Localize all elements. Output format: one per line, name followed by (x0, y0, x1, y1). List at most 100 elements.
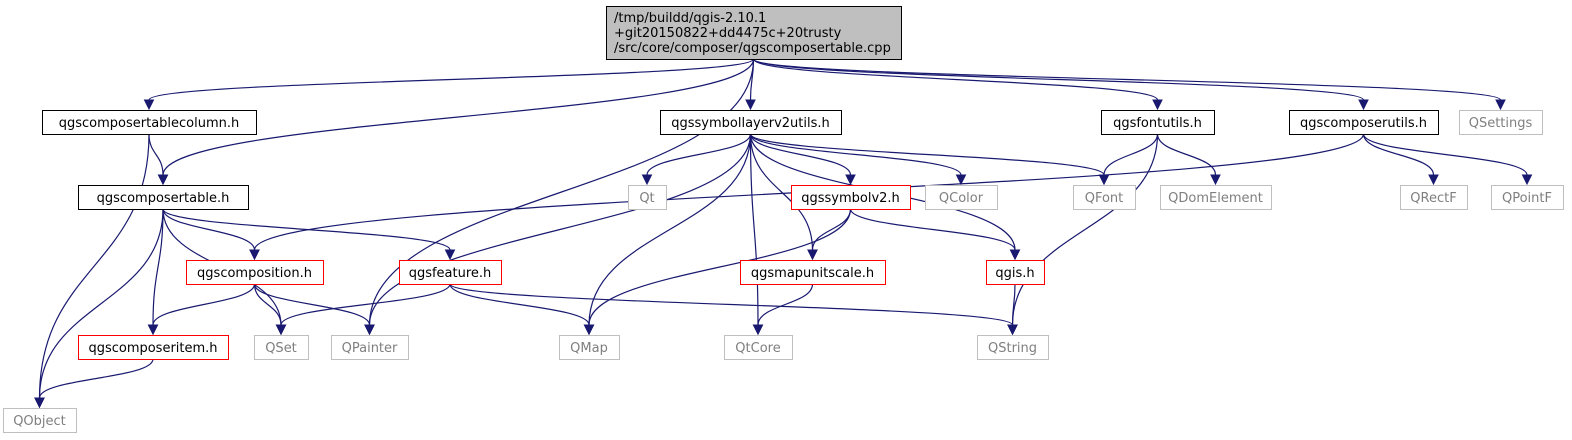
edge-arrowhead (1521, 174, 1533, 186)
edge-arrowhead (641, 174, 653, 186)
edge-qgssymbolv2_h-to-qgis_h (849, 208, 1021, 261)
edge-qgsfeature_h-to-QMap (449, 283, 595, 336)
edge-qgsfontutils_h-to-QFont (1098, 133, 1159, 186)
node-box (254, 335, 309, 360)
edge-line (752, 58, 1365, 101)
edge-line (749, 133, 962, 176)
node-qgsfeature-h[interactable]: qgsfeature.h (399, 260, 502, 285)
node-QObject: QObject (3, 408, 77, 433)
edge-qgis_h-to-QString (1007, 283, 1018, 336)
node-QMap: QMap (559, 335, 620, 360)
edge-line (38, 358, 154, 399)
node-qgssymbollayerv2utils-h[interactable]: qgssymbollayerv2utils.h (660, 110, 842, 135)
edge-root-to-qgscomposertablecolumn_h (143, 58, 755, 111)
node-label: QColor (939, 191, 984, 206)
node-qgsmapunitscale-h[interactable]: qgsmapunitscale.h (740, 260, 886, 285)
node-label: qgsfeature.h (409, 266, 492, 281)
edge-arrowhead (364, 324, 375, 336)
edge-line (749, 133, 852, 176)
node-box (78, 185, 249, 210)
edge-arrowhead (1428, 174, 1439, 186)
node-label: QSettings (1469, 116, 1533, 131)
edge-arrowhead (1152, 99, 1163, 111)
edge-line (749, 133, 759, 326)
node-qgsfontutils-h[interactable]: qgsfontutils.h (1101, 110, 1215, 135)
node-label: QPointF (1502, 191, 1552, 206)
edge-line (757, 283, 814, 326)
edge-arrowhead (249, 249, 260, 261)
edge-line (449, 283, 590, 326)
node-qgssymbolv2-h[interactable]: qgssymbolv2.h (791, 185, 911, 210)
node-box (977, 335, 1049, 360)
node-QFont: QFont (1073, 185, 1136, 210)
edge-arrowhead (1098, 174, 1110, 186)
node-box (606, 6, 902, 60)
node-label-line: +git20150822+dd4475c+20trusty (614, 26, 842, 41)
edge-arrowhead (1009, 249, 1021, 261)
edge-qgscomposertable_h-to-qgsfeature_h (162, 208, 456, 261)
node-qgscomposertable-h[interactable]: qgscomposertable.h (78, 185, 249, 210)
node-label: Qt (639, 191, 654, 206)
edge-line (280, 283, 451, 326)
edge-root-to-qgscomposerutils_h (752, 58, 1369, 111)
node-qgscomposition-h[interactable]: qgscomposition.h (186, 260, 324, 285)
edge-qgscomposeritem_h-to-QObject (34, 358, 154, 409)
node-label-line: /src/core/composer/qgscomposertable.cpp (614, 41, 891, 56)
edge-qgscomposition_h-to-QPainter (253, 283, 375, 336)
edge-qgscomposerutils_h-to-QPointF (1362, 133, 1533, 186)
node-root[interactable]: /tmp/buildd/qgis-2.10.1+git20150822+dd44… (606, 6, 902, 60)
node-label: QString (988, 341, 1037, 356)
node-QString: QString (977, 335, 1049, 360)
edge-arrowhead (583, 324, 595, 336)
edge-line (162, 58, 755, 176)
edge-qgscomposerutils_h-to-QRectF (1362, 133, 1439, 186)
edge-line (1156, 133, 1217, 176)
node-qgscomposeritem-h[interactable]: qgscomposeritem.h (78, 335, 229, 360)
edge-arrowhead (275, 324, 287, 336)
node-label: QMap (570, 341, 608, 356)
node-label: qgsfontutils.h (1113, 116, 1202, 131)
node-box (1101, 110, 1215, 135)
node-box (925, 185, 998, 210)
edge-arrowhead (845, 174, 856, 186)
edge-qgscomposertablecolumn_h-to-QObject (34, 133, 150, 409)
node-Qt: Qt (628, 185, 667, 210)
edge-qgsfontutils_h-to-QDomElement (1156, 133, 1221, 186)
node-box (724, 335, 793, 360)
node-label: qgis.h (995, 266, 1034, 281)
edge-arrowhead (157, 174, 169, 186)
edge-line (1362, 133, 1435, 176)
node-box (186, 260, 324, 285)
edge-qgscomposertable_h-to-QObject (34, 208, 164, 409)
node-qgis-h[interactable]: qgis.h (986, 260, 1045, 285)
node-box (628, 185, 667, 210)
edge-qgscomposition_h-to-qgscomposeritem_h (147, 283, 256, 336)
node-label: qgscomposertablecolumn.h (59, 116, 240, 131)
node-qgscomposertablecolumn-h[interactable]: qgscomposertablecolumn.h (42, 110, 257, 135)
edge-line (811, 208, 852, 251)
edge-root-to-QPainter (364, 58, 755, 336)
edge-arrowhead (752, 324, 764, 336)
node-label: QDomElement (1168, 191, 1263, 206)
edge-line (849, 208, 1016, 251)
node-box (42, 110, 257, 135)
edge-line (752, 58, 1502, 101)
edge-line (588, 133, 752, 326)
node-box (331, 335, 409, 360)
node-qgscomposerutils-h[interactable]: qgscomposerutils.h (1289, 110, 1439, 135)
node-label: QSet (265, 341, 297, 356)
node-label: qgsmapunitscale.h (751, 266, 874, 281)
edge-qgssymbollayerv2utils_h-to-QPainter (364, 133, 752, 336)
edge-qgsfeature_h-to-QString (449, 283, 1018, 336)
node-label: qgscomposerutils.h (1300, 116, 1427, 131)
node-box (3, 408, 77, 433)
node-label: qgssymbolv2.h (801, 191, 900, 206)
edge-line (749, 133, 814, 251)
edge-root-to-qgsfontutils_h (752, 58, 1163, 111)
node-label: qgscomposeritem.h (88, 341, 217, 356)
edge-line (162, 208, 256, 251)
node-label: QFont (1085, 191, 1124, 206)
edge-qgssymbollayerv2utils_h-to-Qt (641, 133, 752, 186)
edge-line (1011, 283, 1016, 326)
